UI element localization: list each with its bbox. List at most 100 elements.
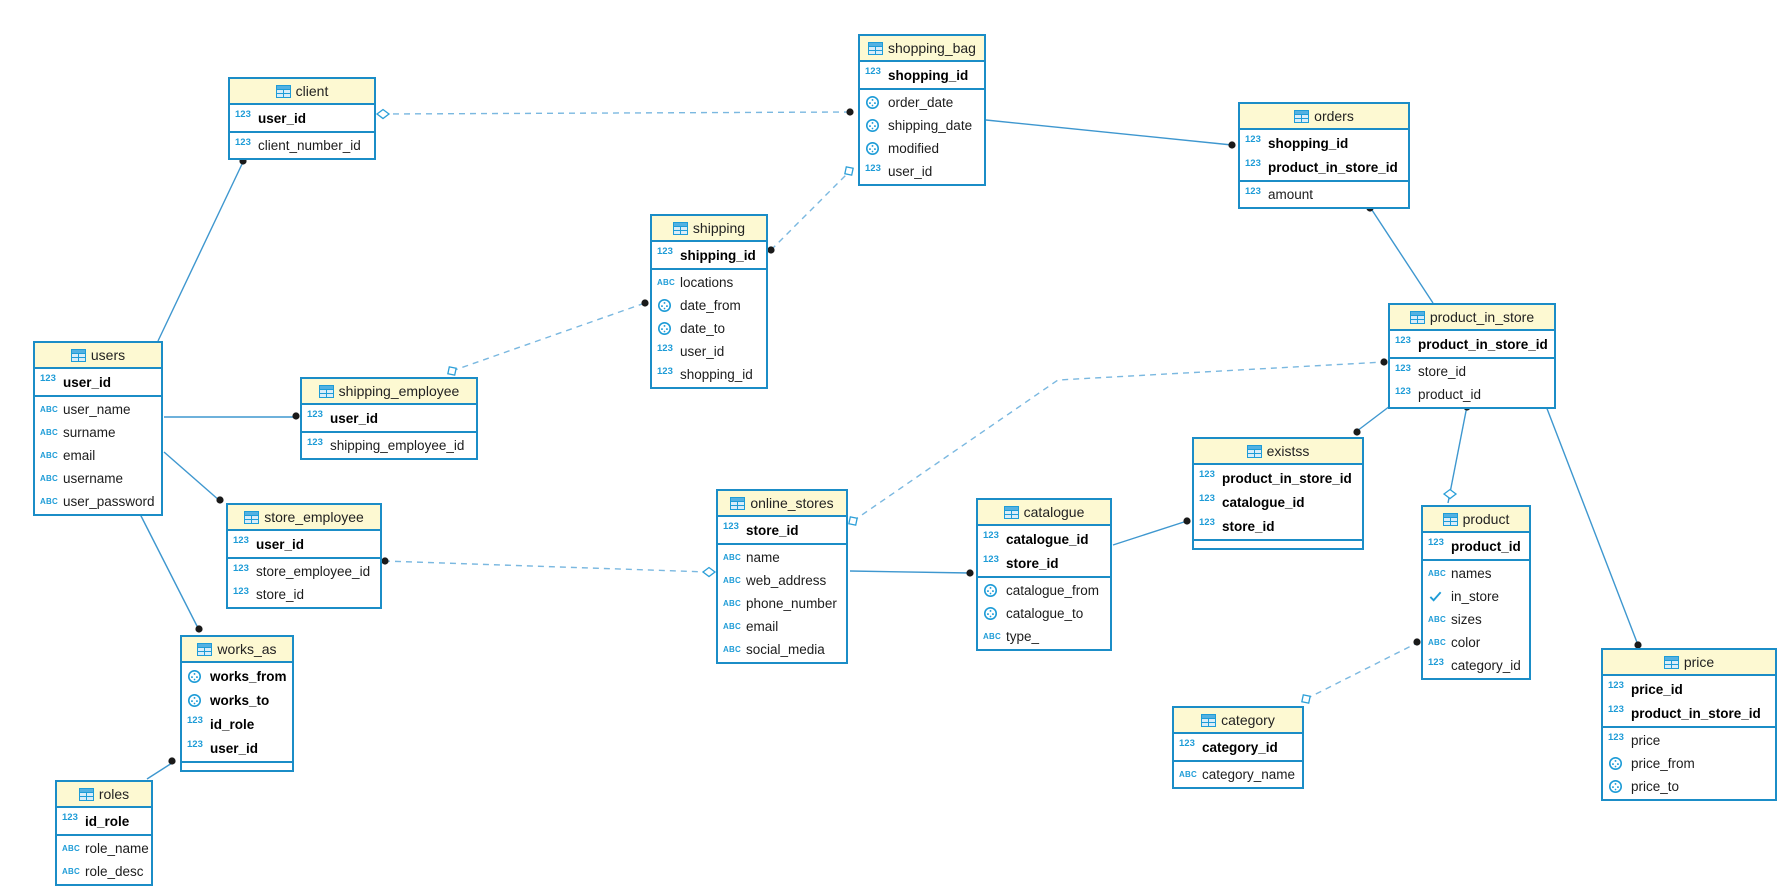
table-name: shopping_bag [888, 40, 976, 56]
table-header[interactable]: category [1174, 708, 1302, 734]
string-type-icon: ABC [1179, 770, 1197, 779]
datetime-type-icon [865, 118, 884, 133]
relationship-line-shipping_employee-shipping [451, 302, 646, 372]
column-name: product_in_store_id [1418, 336, 1548, 352]
numeric-type-icon: 123 [865, 162, 881, 174]
table-header[interactable]: client [230, 79, 374, 105]
table-name: product [1462, 511, 1510, 527]
boolean-type-icon [1428, 589, 1447, 604]
table-name: client [295, 83, 329, 99]
column-name: sizes [1451, 612, 1482, 627]
relationship-line-shipping-shopping_bag [770, 171, 850, 251]
table-header[interactable]: shopping_bag [860, 36, 984, 62]
numeric-type-icon: 123 [657, 365, 673, 377]
columns-section: 123 amount [1240, 180, 1408, 207]
column-name: user_name [63, 402, 131, 417]
relationship-line-shopping_bag-orders [985, 119, 1233, 146]
column-row-price_from: price_from [1603, 752, 1775, 775]
pk-section: 123 user_id [228, 531, 380, 557]
table-header[interactable]: shipping [652, 216, 766, 242]
datetime-type-icon [657, 298, 676, 313]
numeric-type-icon: 123 [1245, 185, 1261, 197]
table-header[interactable]: existss [1194, 439, 1362, 465]
column-name: user_id [63, 374, 112, 390]
table-header[interactable]: works_as [182, 637, 292, 663]
column-name: amount [1268, 187, 1314, 202]
datetime-type-icon [983, 606, 1002, 621]
diamond-cardinality-marker [375, 108, 391, 120]
numeric-type-icon: 123 [1245, 158, 1261, 169]
column-name: date_from [680, 298, 741, 313]
column-row-category_id: 123 category_id [1423, 654, 1529, 677]
column-name: store_id [1418, 364, 1467, 379]
table-icon [672, 221, 688, 235]
column-name: role_name [85, 841, 149, 856]
table-header[interactable]: users [35, 343, 161, 369]
datetime-type-icon [187, 669, 206, 684]
table-header[interactable]: product [1423, 507, 1529, 533]
column-name: social_media [746, 642, 825, 657]
table-header[interactable]: online_stores [718, 491, 846, 517]
string-type-icon: ABC [62, 844, 80, 853]
table-header[interactable]: catalogue [978, 500, 1110, 526]
column-row-works_to: works_to [182, 688, 292, 712]
numeric-type-icon: 123 [233, 562, 249, 574]
column-name: shipping_id [680, 247, 756, 263]
column-name: user_id [256, 536, 305, 552]
table-icon [70, 348, 86, 362]
datetime-type-icon [657, 321, 676, 336]
numeric-type-icon: 123 [1245, 134, 1261, 145]
table-header[interactable]: price [1603, 650, 1775, 676]
table-header[interactable]: product_in_store [1390, 305, 1554, 331]
table-header[interactable]: roles [57, 782, 151, 808]
table-icon [318, 384, 334, 398]
table-name: price [1683, 654, 1715, 670]
numeric-type-icon: 123 [1428, 656, 1444, 668]
column-name: catalogue_to [1006, 606, 1084, 621]
column-row-date_from: date_from [652, 294, 766, 317]
table-icon [197, 642, 213, 656]
diamond-cardinality-marker [1442, 488, 1458, 500]
numeric-type-icon: 123 [233, 535, 249, 546]
table-header[interactable]: store_employee [228, 505, 380, 531]
table-header[interactable]: orders [1240, 104, 1408, 130]
table-header[interactable]: shipping_employee [302, 379, 476, 405]
column-name: category_id [1451, 658, 1521, 673]
